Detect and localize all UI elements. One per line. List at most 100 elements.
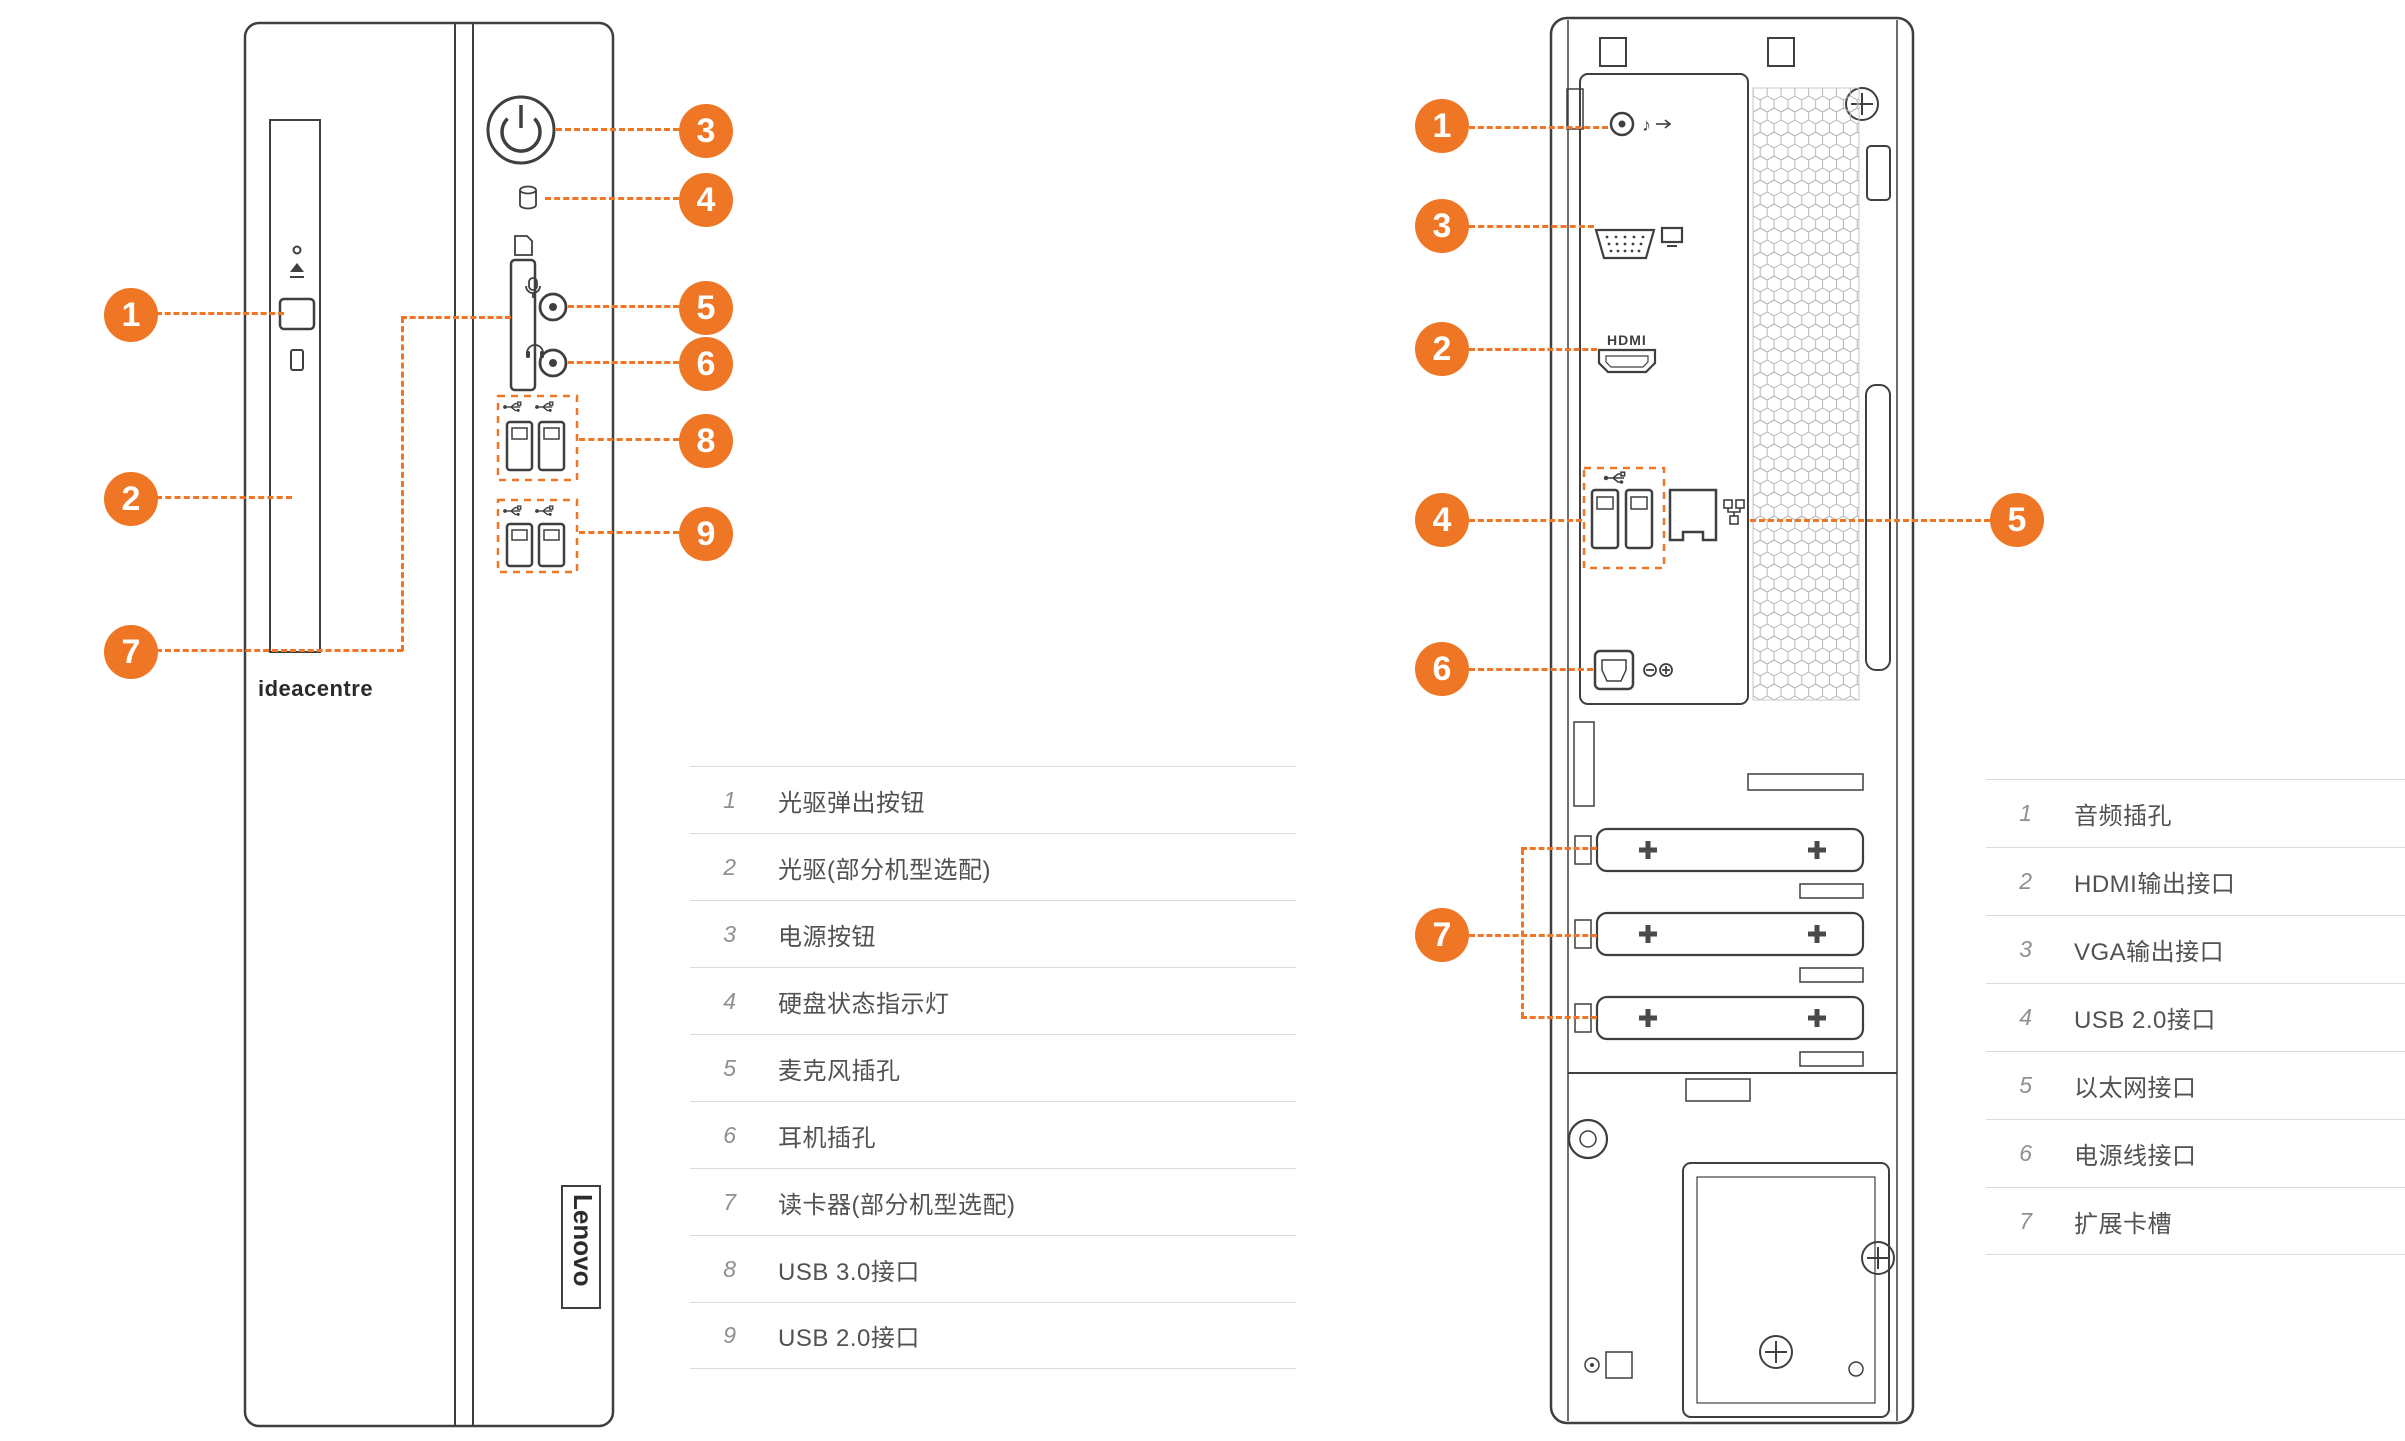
callout-number: 7: [1432, 916, 1452, 954]
legend-number: 3: [2019, 936, 2032, 962]
legend-label: 扩展卡槽: [2074, 1210, 2172, 1238]
power-inlet: [1593, 649, 1635, 691]
leader-line-front-7c: [401, 316, 511, 319]
legend-label: HDMI输出接口: [2074, 871, 2236, 898]
callout-number: 3: [1432, 207, 1452, 245]
lenovo-logo-text: Lenovo: [568, 1194, 598, 1286]
back-legend: 1 音频插孔 2 HDMI输出接口 3 VGA输出接口 4 USB 2.0接口 …: [1986, 779, 2405, 1255]
usb-icon: [1602, 471, 1626, 485]
hdmi-port: HDMI: [1597, 332, 1657, 374]
legend-label: USB 2.0接口: [778, 1325, 920, 1352]
front-legend: 1 光驱弹出按钮 2 光驱(部分机型选配) 3 电源按钮 4 硬盘状态指示灯 5…: [690, 766, 1296, 1369]
legend-row: 4 USB 2.0接口: [1986, 983, 2405, 1051]
microphone-icon: [525, 277, 541, 298]
ethernet-icon: [1723, 499, 1745, 525]
leader-line-front-7a: [156, 649, 403, 652]
leader-line-back-7c: [1521, 847, 1597, 850]
microphone-jack: [538, 292, 568, 322]
io-panel: [1579, 73, 1749, 705]
legend-label: VGA输出接口: [2074, 939, 2225, 966]
leader-line-back-1: [1469, 126, 1608, 129]
drive-indicator: [290, 349, 304, 371]
legend-row: 6 耳机插孔: [690, 1101, 1296, 1168]
legend-row: 7 读卡器(部分机型选配): [690, 1168, 1296, 1235]
drive-eject-icon: [290, 263, 304, 278]
leader-line-front-6: [568, 361, 679, 364]
headphone-jack: [538, 348, 568, 378]
callout-front-5: 5: [679, 281, 733, 335]
vent-grille: [1752, 87, 1860, 701]
psu-screw-icon: [1861, 1241, 1895, 1275]
callout-number: 1: [121, 296, 141, 334]
legend-label: 光驱弹出按钮: [778, 789, 925, 817]
callout-back-6: 6: [1415, 642, 1469, 696]
vga-port: [1594, 228, 1656, 260]
callout-back-5: 5: [1990, 493, 2044, 547]
leader-line-back-7d: [1521, 1016, 1597, 1019]
legend-row: 2 HDMI输出接口: [1986, 847, 2405, 915]
legend-row: 1 音频插孔: [1986, 779, 2405, 847]
leader-line-back-5: [1750, 519, 1990, 522]
callout-number: 9: [696, 515, 716, 553]
leader-line-front-7b: [401, 317, 404, 651]
power-button: [486, 95, 556, 165]
leader-line-front-3: [556, 128, 679, 131]
usb3-icon: [502, 401, 554, 413]
legend-label: 光驱(部分机型选配): [778, 856, 991, 884]
leader-line-front-2: [156, 496, 292, 499]
callout-front-7: 7: [104, 625, 158, 679]
legend-label: 耳机插孔: [778, 1124, 876, 1152]
latch-small: [1866, 145, 1891, 201]
legend-label: 麦克风插孔: [778, 1057, 901, 1085]
legend-number: 6: [723, 1121, 736, 1148]
legend-label: 音频插孔: [2074, 803, 2172, 830]
leader-line-back-7b: [1521, 849, 1524, 1018]
usb3-ports: [496, 394, 579, 482]
legend-number: 1: [723, 786, 736, 813]
legend-label: 读卡器(部分机型选配): [778, 1191, 1016, 1219]
legend-number: 2: [2019, 868, 2032, 894]
svg-text:♪: ♪: [1642, 115, 1651, 135]
callout-number: 7: [121, 633, 141, 671]
callout-front-4: 4: [679, 173, 733, 227]
callout-front-3: 3: [679, 104, 733, 158]
legend-row: 3 VGA输出接口: [1986, 915, 2405, 983]
callout-number: 2: [1432, 330, 1452, 368]
leader-line-front-9: [579, 531, 679, 534]
legend-row: 8 USB 3.0接口: [690, 1235, 1296, 1302]
legend-label: 电源线接口: [2074, 1143, 2197, 1170]
callout-back-7: 7: [1415, 908, 1469, 962]
callout-front-9: 9: [679, 507, 733, 561]
legend-number: 3: [723, 920, 736, 947]
callout-back-1: 1: [1415, 99, 1469, 153]
leader-line-front-5: [568, 305, 679, 308]
callout-back-4: 4: [1415, 493, 1469, 547]
audio-jack: [1609, 111, 1635, 137]
monitor-icon: [1660, 226, 1684, 247]
ethernet-port: [1668, 488, 1718, 542]
callout-number: 4: [1432, 501, 1452, 539]
leader-line-back-6: [1469, 668, 1593, 671]
hdmi-label: HDMI: [1607, 332, 1647, 348]
legend-number: 5: [2019, 1072, 2032, 1098]
psu-area: [1567, 1072, 1897, 1418]
latch-handle: [1865, 384, 1891, 671]
legend-label: 硬盘状态指示灯: [778, 990, 950, 1018]
leader-line-back-2: [1469, 348, 1597, 351]
legend-row: 6 电源线接口: [1986, 1119, 2405, 1187]
legend-row: 7 扩展卡槽: [1986, 1187, 2405, 1255]
leader-line-front-4: [545, 197, 679, 200]
legend-number: 8: [723, 1255, 736, 1282]
line-out-icon: ♪: [1642, 115, 1672, 135]
legend-number: 2: [723, 853, 736, 880]
psu-screw-icon-2: [1759, 1335, 1793, 1369]
legend-row: 5 以太网接口: [1986, 1051, 2405, 1119]
legend-number: 7: [723, 1188, 736, 1215]
callout-number: 5: [2007, 501, 2027, 539]
back-tower-illustration: ♪ HDMI: [1549, 16, 1915, 1425]
usb2-ports: [496, 498, 579, 574]
callout-number: 3: [696, 112, 716, 150]
callout-number: 5: [696, 289, 716, 327]
power-polarity-icons: [1643, 663, 1673, 677]
legend-number: 4: [723, 987, 736, 1014]
